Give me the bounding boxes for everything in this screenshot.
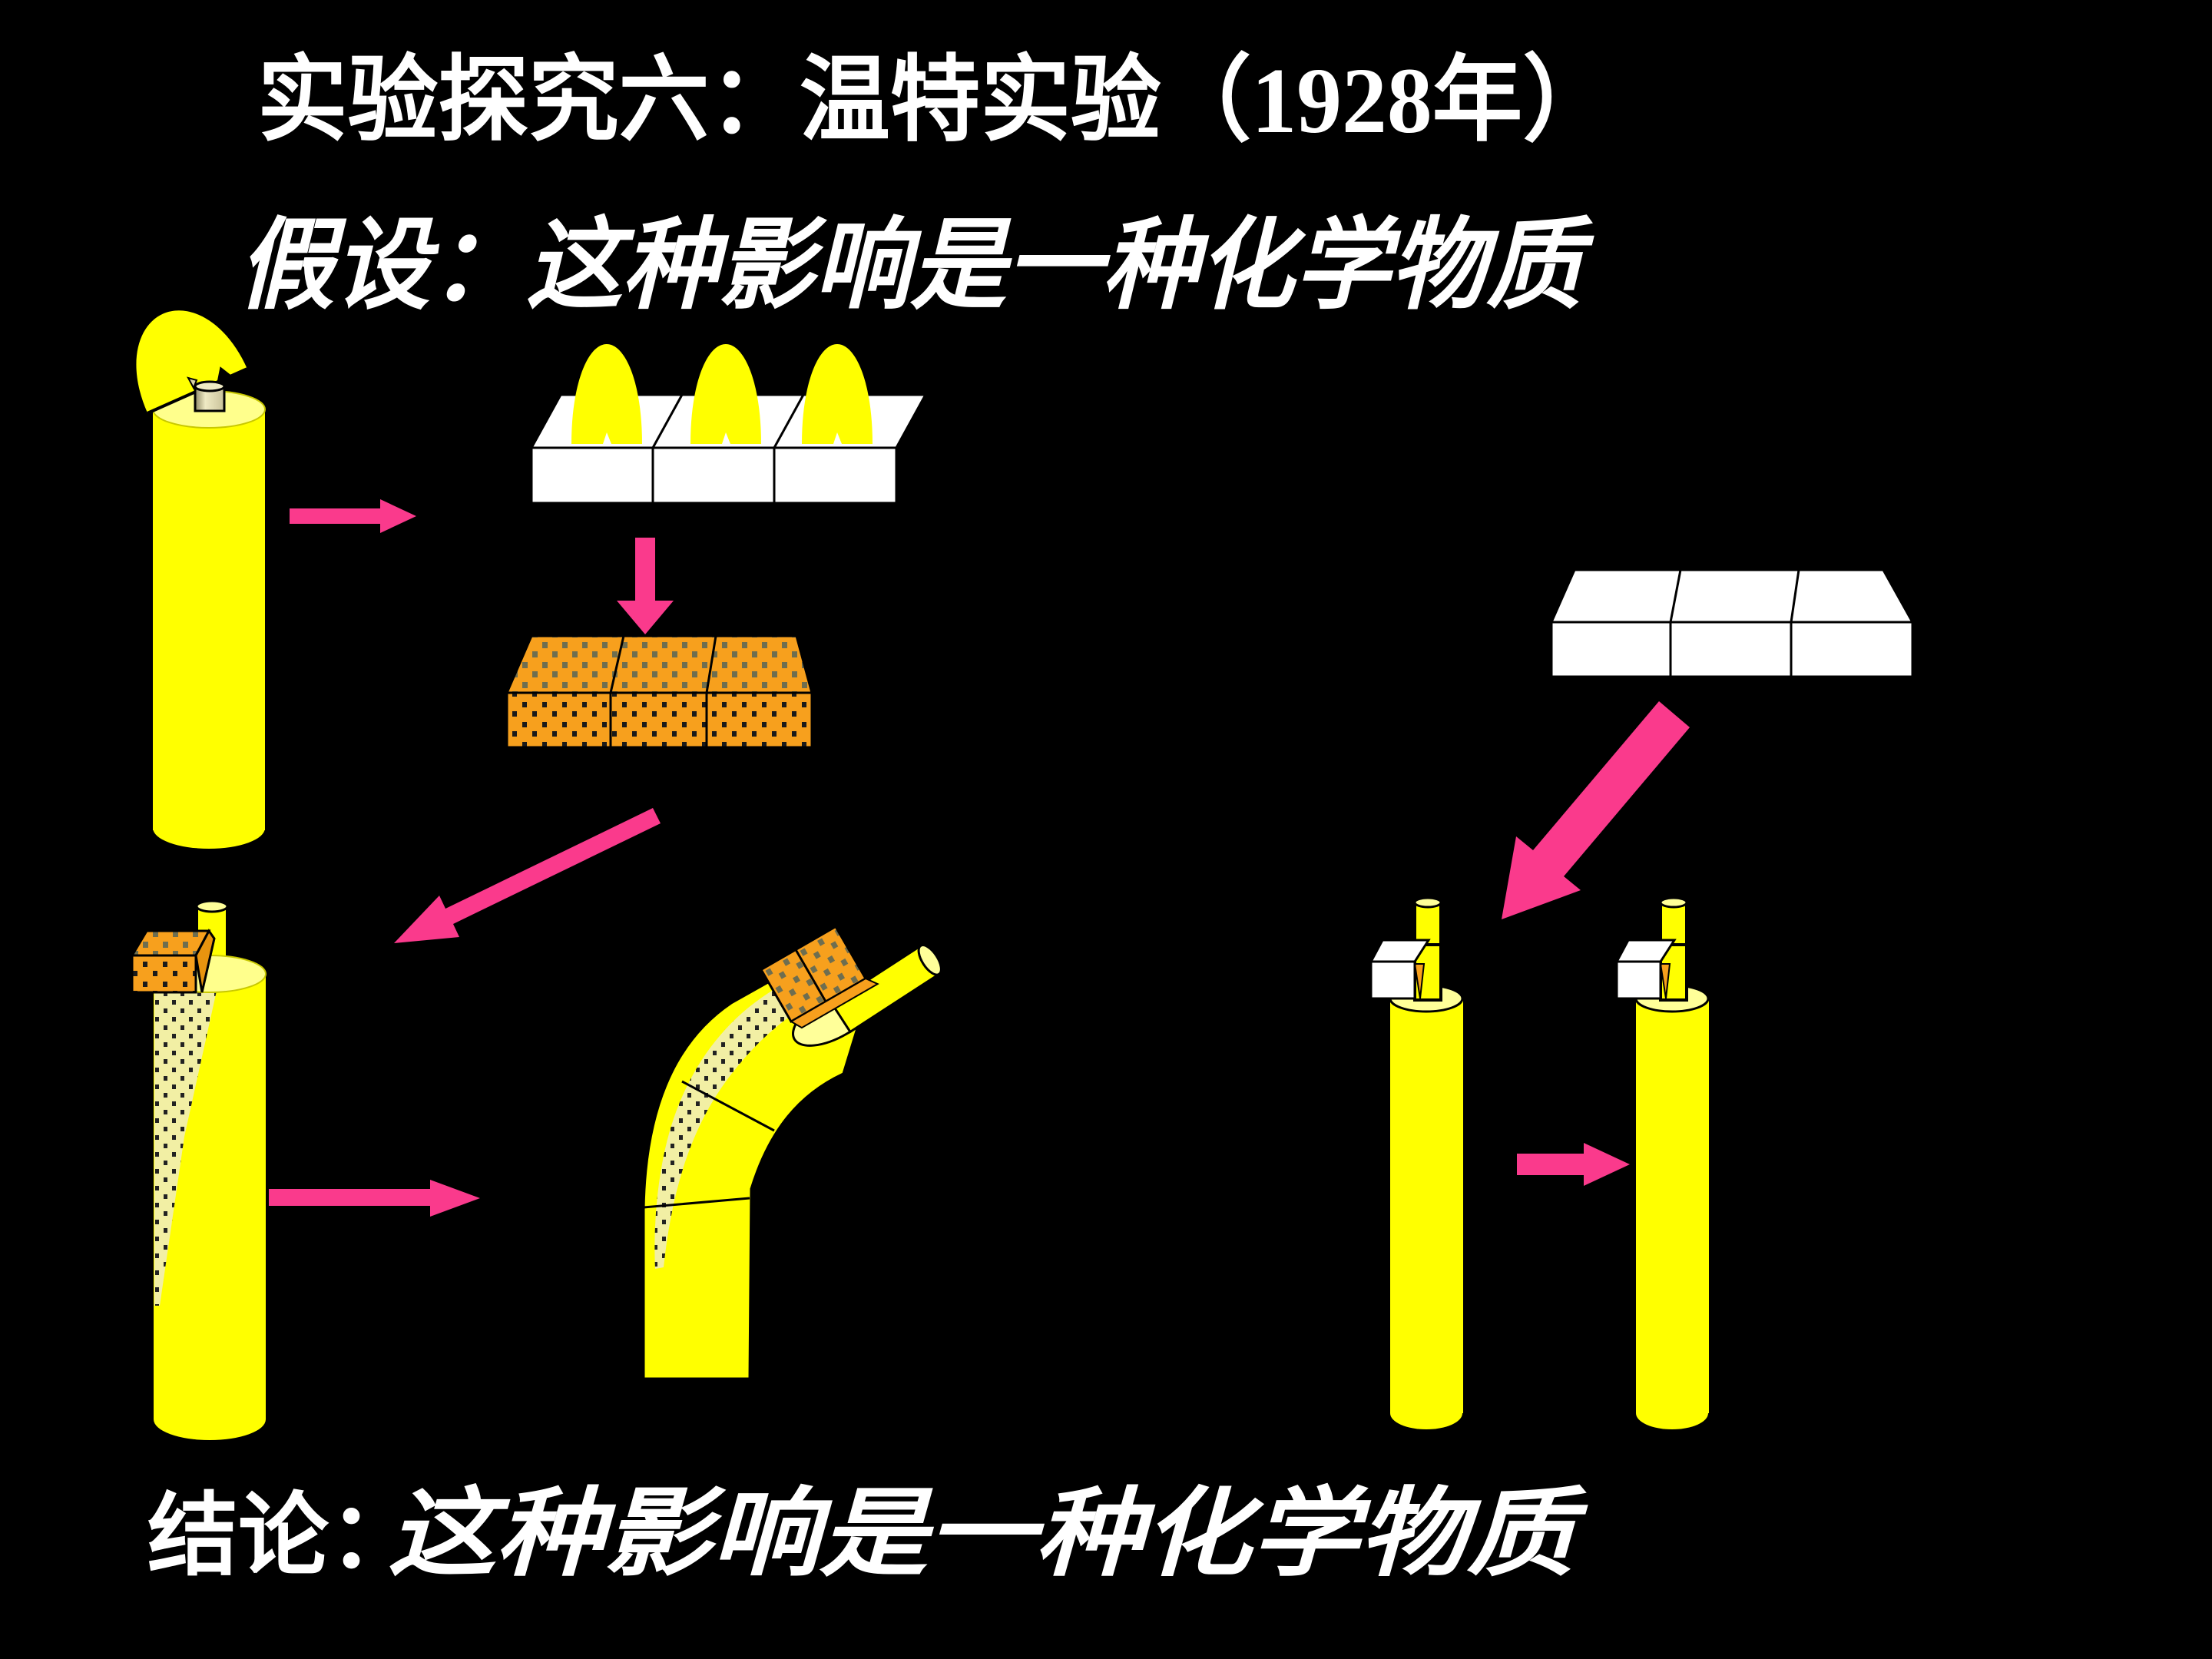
arrow-right-icon [269, 1180, 480, 1217]
arrow-thick-diagonal-icon [1502, 701, 1690, 919]
control-block-front [1369, 960, 1416, 1000]
block-side-sliver [1413, 963, 1426, 999]
coleoptile-tip-icon [802, 344, 873, 444]
chemical-block-front [131, 954, 197, 994]
stump-with-chemical-block [130, 899, 267, 1440]
arrow-diagonal-left-icon [394, 808, 661, 943]
agar-front-face [1550, 621, 1914, 678]
stub-top [1659, 896, 1688, 909]
tip-stub [187, 376, 226, 412]
segment-seam [681, 1080, 775, 1132]
block-divider [1669, 569, 1682, 623]
coleoptile-tip-icon [690, 344, 761, 444]
agar-front-face [530, 446, 898, 505]
conclusion-text: 这种影响是一种化学物质 [388, 1476, 1588, 1590]
slide-title: 实验探究六：温特实验（1928年） [257, 49, 1613, 153]
block-divider [609, 635, 625, 694]
coleoptile-tip-icon [571, 344, 642, 444]
block-divider [705, 635, 717, 694]
segment-seam [643, 1197, 750, 1209]
coleoptile-with-cut-tip [136, 310, 266, 849]
coleoptile-body [1636, 998, 1709, 1413]
stub [830, 944, 942, 1034]
block-divider [1790, 569, 1800, 623]
coleoptile-bottom [1636, 1397, 1708, 1429]
coleoptile-bottom [154, 1399, 266, 1440]
diffusion-band [154, 977, 220, 1306]
agar-front-face [505, 691, 813, 749]
coleoptile-bottom [153, 807, 265, 849]
chemical-agar-blocks [505, 634, 813, 749]
straight-coleoptile-result [1614, 896, 1710, 1429]
conclusion-line: 结论： 这种影响是一种化学物质 [147, 1476, 1588, 1590]
agar-top-face [1549, 568, 1915, 624]
stub-top [1413, 896, 1442, 909]
block-divider [773, 394, 805, 449]
block-divider [651, 394, 684, 449]
bent-coleoptile [642, 925, 942, 1380]
stub-top [195, 899, 229, 913]
coleoptile-body [153, 409, 265, 830]
conclusion-label: 结论： [147, 1482, 419, 1588]
chemical-block-side [194, 929, 216, 993]
arrow-right-icon [290, 499, 416, 533]
control-agar-blocks [1549, 568, 1915, 678]
tips-on-agar-blocks [529, 344, 928, 505]
hypothesis-text: 假设：这种影响是一种化学物质 [238, 206, 1594, 323]
arrow-down-icon [617, 538, 674, 634]
agar-top-face [505, 634, 813, 694]
coleoptile-bottom [1390, 1397, 1462, 1429]
diffusion-band [654, 969, 837, 1269]
control-block-front [1615, 960, 1662, 1000]
arrow-right-icon [1517, 1143, 1630, 1186]
chemical-block-on-tip [759, 925, 879, 1029]
block-side-sliver [1659, 963, 1671, 999]
coleoptile-body [1390, 998, 1463, 1413]
stump-with-control-block [1369, 896, 1464, 1429]
